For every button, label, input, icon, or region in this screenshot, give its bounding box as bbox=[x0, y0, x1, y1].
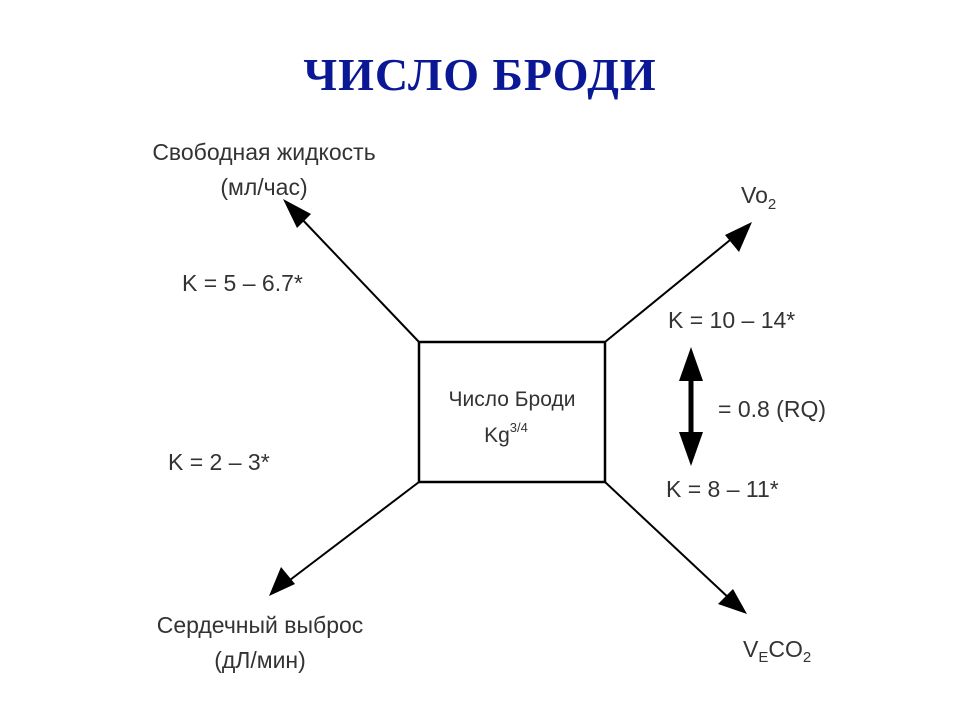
free-fluid-unit: (мл/час) bbox=[220, 174, 307, 200]
veco2-sub-2: 2 bbox=[803, 649, 811, 666]
veco2-sub-e: E bbox=[758, 649, 768, 666]
k-bottom-left: K = 2 – 3* bbox=[168, 449, 270, 475]
veco2-v: V bbox=[743, 636, 759, 662]
k-bottom-right: K = 8 – 11* bbox=[666, 476, 779, 502]
center-label: Число Броди bbox=[449, 388, 576, 411]
center-unit-base: Kg bbox=[484, 424, 510, 447]
rq-ratio: = 0.8 (RQ) bbox=[718, 396, 826, 422]
vo2-label: Vo2 bbox=[741, 182, 776, 213]
double-arrow bbox=[679, 347, 703, 466]
center-unit: Kg3/4 bbox=[484, 420, 528, 447]
cardiac-output-label: Сердечный выброс bbox=[157, 612, 364, 638]
vo2-sub: 2 bbox=[768, 196, 776, 213]
page-title: ЧИСЛО БРОДИ bbox=[303, 49, 657, 100]
vo2-text: Vo bbox=[741, 182, 768, 208]
veco2-co: CO bbox=[768, 636, 803, 662]
center-box bbox=[417, 340, 607, 484]
veco2-label: VECO2 bbox=[743, 636, 811, 666]
arrow-bottom-left bbox=[269, 481, 420, 596]
free-fluid-label: Свободная жидкость bbox=[152, 139, 375, 165]
k-top-right: K = 10 – 14* bbox=[668, 307, 795, 333]
arrow-top-left bbox=[283, 199, 420, 343]
cardiac-output-unit: (дЛ/мин) bbox=[214, 647, 306, 673]
arrow-top-right bbox=[604, 222, 752, 343]
k-top-left: K = 5 – 6.7* bbox=[182, 270, 303, 296]
center-unit-exponent: 3/4 bbox=[510, 420, 528, 435]
arrow-bottom-right bbox=[604, 481, 747, 614]
